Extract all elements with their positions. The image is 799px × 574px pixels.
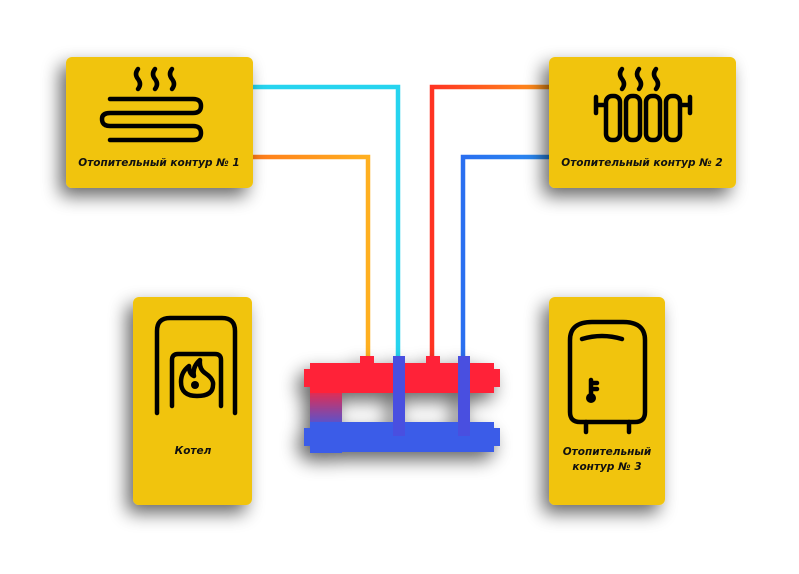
card-boiler: Котел (133, 297, 252, 505)
hydraulic-separator (304, 356, 500, 453)
card-circuit-1: Отопительный контур № 1 (66, 57, 253, 188)
boiler-label: Котел (175, 445, 212, 457)
circuit2-label: Отопительный контур № 2 (561, 157, 722, 169)
water-tank-icon (567, 319, 648, 435)
pipe-circuit2-supply (429, 84, 553, 362)
boiler-flame-icon (154, 315, 238, 416)
circuit1-label: Отопительный контур № 1 (78, 157, 239, 169)
card-circuit-3: Отопительный контур № 3 (549, 297, 665, 505)
underfloor-heating-icon (99, 66, 204, 143)
pipe-circuit2-return (460, 154, 553, 362)
circuit3-label-line1: Отопительный (563, 446, 652, 458)
circuit3-label-line2: контур № 3 (572, 461, 641, 473)
pipes-upper (250, 84, 553, 362)
pipes-lower (252, 376, 552, 435)
radiator-icon (593, 66, 693, 143)
card-circuit-2: Отопительный контур № 2 (549, 57, 736, 188)
pipe-circuit1-return (250, 84, 401, 362)
pipe-circuit1-supply (250, 154, 371, 362)
